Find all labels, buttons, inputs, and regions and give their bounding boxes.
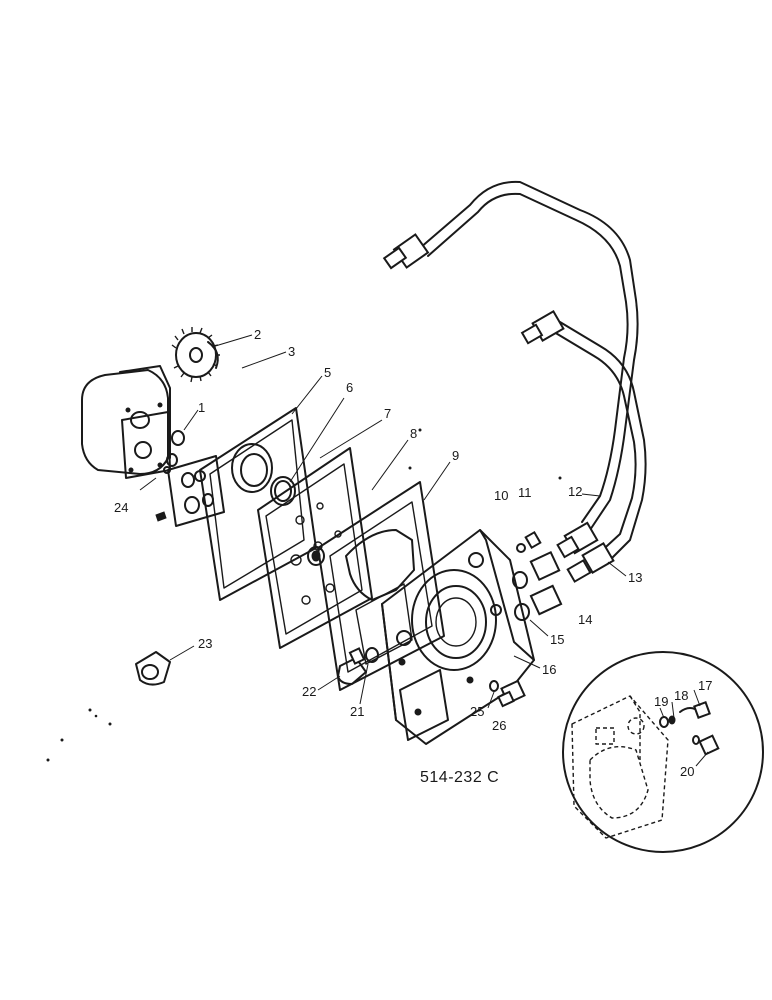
callout-14: 14 bbox=[578, 612, 592, 627]
gasket-plate-5 bbox=[199, 407, 317, 601]
callout-18: 18 bbox=[674, 688, 688, 703]
drive-gear bbox=[171, 327, 220, 383]
callout-22: 22 bbox=[302, 684, 316, 699]
callout-17: 17 bbox=[698, 678, 712, 693]
callout-1: 1 bbox=[198, 400, 205, 415]
inset-detail bbox=[562, 651, 764, 853]
leader-lines bbox=[139, 334, 709, 767]
pump-cover-body bbox=[381, 529, 535, 745]
fitting-26 bbox=[497, 679, 526, 708]
hydraulic-tube-lower bbox=[520, 309, 647, 566]
fitting-connector-14 bbox=[529, 584, 563, 616]
callout-6: 6 bbox=[346, 380, 353, 395]
callout-26: 26 bbox=[492, 718, 506, 733]
channel-plate-8 bbox=[317, 481, 445, 691]
o-ring-1 bbox=[171, 430, 185, 446]
callout-20: 20 bbox=[680, 764, 694, 779]
callout-16: 16 bbox=[542, 662, 556, 677]
tube-fitting-12 bbox=[556, 521, 599, 559]
tube-fitting-13 bbox=[566, 541, 615, 583]
callout-23: 23 bbox=[198, 636, 212, 651]
o-ring-15 bbox=[514, 603, 530, 621]
callout-15: 15 bbox=[550, 632, 564, 647]
callout-labels: 2 3 1 5 6 7 8 9 10 11 12 13 14 15 16 17 … bbox=[114, 327, 712, 779]
callout-7: 7 bbox=[384, 406, 391, 421]
scan-speckles bbox=[46, 428, 562, 762]
seal-ring-6 bbox=[270, 476, 296, 506]
callout-11: 11 bbox=[518, 485, 532, 500]
o-ring-25 bbox=[489, 680, 499, 692]
callout-25: 25 bbox=[470, 704, 484, 719]
figure-reference-code: 514-232 C bbox=[420, 769, 499, 786]
callout-8: 8 bbox=[410, 426, 417, 441]
callout-12: 12 bbox=[568, 484, 582, 499]
callout-10: 10 bbox=[494, 488, 508, 503]
pump-housing bbox=[81, 365, 171, 479]
callout-19: 19 bbox=[654, 694, 668, 709]
callout-3: 3 bbox=[288, 344, 295, 359]
callout-5: 5 bbox=[324, 365, 331, 380]
callout-24: 24 bbox=[114, 500, 128, 515]
callout-13: 13 bbox=[628, 570, 642, 585]
callout-2: 2 bbox=[254, 327, 261, 342]
fitting-connector-upper bbox=[512, 550, 561, 589]
hydraulic-tube-upper bbox=[382, 180, 639, 531]
elbow-fitting-23 bbox=[135, 651, 171, 686]
callout-9: 9 bbox=[452, 448, 459, 463]
fitting-10-11 bbox=[516, 530, 542, 553]
callout-21: 21 bbox=[350, 704, 364, 719]
o-ring-21 bbox=[365, 647, 379, 663]
